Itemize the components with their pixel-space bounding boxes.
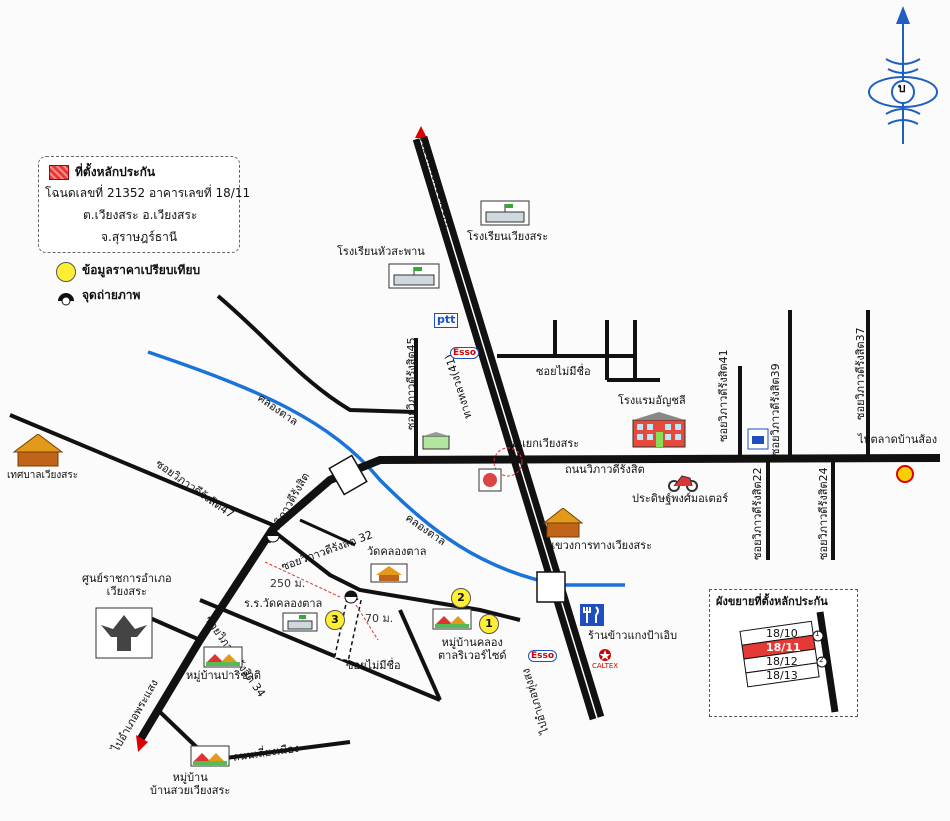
inset-lot-2: 18/11 bbox=[766, 641, 801, 654]
restaurant-icon bbox=[580, 604, 604, 626]
bridge-highway bbox=[536, 571, 566, 603]
garuda-emblem-icon bbox=[95, 607, 153, 659]
label-soi-noname-south: ซอยไม่มีชื่อ bbox=[346, 659, 401, 672]
photo-point-icon bbox=[58, 293, 74, 306]
soi-noname-upper bbox=[497, 320, 660, 382]
label-soi37: ซอยวิภาวดีรังสิต37 bbox=[854, 327, 867, 420]
compare-dot-icon bbox=[56, 262, 76, 282]
school-huasaphan-icon bbox=[388, 263, 440, 289]
photo-point-marker-icon bbox=[266, 529, 280, 543]
legend-line3: จ.สุราษฎร์ธานี bbox=[101, 230, 178, 244]
label-soi41: ซอยวิภาวดีรังสิต41 bbox=[717, 349, 730, 442]
canal-line bbox=[147, 350, 625, 587]
legend-box: ที่ตั้งหลักประกัน โฉนดเลขที่ 21352 อาคาร… bbox=[38, 156, 250, 253]
esso-icon-south: Esso bbox=[528, 650, 558, 663]
label-village-khlong: หมู่บ้านคลอง ตาลริเวอร์ไซด์ bbox=[438, 636, 507, 662]
label-soi45: ซอยวิภาวดีรังสิต45 bbox=[405, 337, 418, 430]
hotel-icon bbox=[632, 412, 686, 448]
shell-icon bbox=[896, 465, 914, 483]
label-temple: วัดคลองตาล bbox=[367, 545, 427, 558]
legend-line2: ต.เวียงสระ อ.เวียงสระ bbox=[83, 208, 198, 222]
junction-ring bbox=[493, 447, 523, 477]
viphawadi-road bbox=[136, 454, 941, 743]
building-icon bbox=[422, 432, 450, 450]
collateral-inset: ผังขยายที่ตั้งหลักประกัน 18/10 18/11 18/… bbox=[709, 589, 858, 717]
temple-icon bbox=[370, 563, 408, 583]
label-district-office: ศูนย์ราชการอำเภอ เวียงสระ bbox=[82, 572, 172, 598]
distance-250-arrow bbox=[264, 561, 341, 598]
caltex-star-icon bbox=[599, 649, 611, 661]
label-motor: ประดิษฐ์พงศ์มอเตอร์ bbox=[632, 492, 729, 505]
inset-title: ผังขยายที่ตั้งหลักประกัน bbox=[716, 595, 828, 608]
village-parichat-icon bbox=[203, 646, 243, 668]
village-suai-icon bbox=[190, 745, 230, 767]
soi32-road bbox=[270, 528, 521, 622]
motorcycle-icon bbox=[668, 475, 698, 492]
label-to-talad: ไปตลาดบ้านส้อง bbox=[858, 433, 938, 446]
collateral-swatch bbox=[49, 165, 69, 180]
arrow-phrasaeng bbox=[136, 735, 148, 752]
road-district bbox=[149, 616, 201, 642]
label-school-wiangsa: โรงเรียนเวียงสระ bbox=[467, 230, 549, 243]
municipal-temple-icon bbox=[12, 434, 64, 467]
inset-lot-4: 18/13 bbox=[766, 669, 798, 682]
inset-photo-1: 1 bbox=[815, 630, 820, 638]
label-viphawadi: ถนนวิภาวดีรังสิต bbox=[565, 463, 645, 476]
inset-lot-3: 18/12 bbox=[766, 655, 798, 668]
label-hotel: โรงแรมอัญชลี bbox=[618, 394, 686, 407]
soi34-road bbox=[199, 598, 441, 702]
label-village-suai: หมู่บ้าน บ้านสวยเวียงสระ bbox=[150, 771, 231, 797]
inset-plan bbox=[739, 611, 839, 713]
label-soi22: ซอยวิภาวดีรังสิต22 bbox=[751, 467, 764, 560]
soi47-road bbox=[9, 413, 281, 530]
label-restaurant: ร้านข้าวแกงป้าเอิบ bbox=[588, 629, 678, 642]
compass-letter: บ bbox=[898, 81, 906, 95]
label-municipal: เทศบาลเวียงสระ bbox=[7, 470, 79, 481]
distance-250: 250 ม. bbox=[270, 577, 306, 590]
school-icon bbox=[480, 200, 530, 226]
legend-title: ที่ตั้งหลักประกัน bbox=[75, 165, 156, 179]
label-temple-school: ร.ร.วัดคลองตาล bbox=[244, 597, 323, 610]
bridge-west bbox=[328, 454, 368, 496]
label-school-huasaphan: โรงเรียนหัวสะพาน bbox=[337, 245, 425, 258]
compare-point-1: 1 bbox=[479, 614, 499, 634]
label-soi-noname-upper: ซอยไม่มีชื่อ bbox=[536, 365, 591, 378]
label-village-parichat: หมู่บ้านปาริชาติ bbox=[186, 669, 262, 682]
legend-photo: จุดถ่ายภาพ bbox=[82, 288, 141, 302]
road-temple bbox=[299, 518, 356, 547]
gas-station-icon bbox=[478, 468, 502, 492]
distance-70: 70 ม. bbox=[365, 612, 394, 625]
legend-line1: โฉนดเลขที่ 21352 อาคารเลขที่ 18/11 bbox=[45, 186, 251, 200]
label-soi39: ซอยวิภาวดีรังสิต39 bbox=[769, 363, 782, 456]
village-khlong-icon bbox=[432, 608, 472, 630]
arrow-north-banna bbox=[415, 126, 427, 138]
highways-office-icon bbox=[542, 508, 584, 538]
photo-point-marker-icon bbox=[344, 590, 358, 604]
esso-icon: Esso bbox=[450, 347, 480, 360]
compass-icon bbox=[868, 6, 938, 144]
soi-noname-south bbox=[398, 609, 442, 701]
label-junction: สี่แยกเวียงสระ bbox=[512, 437, 580, 450]
distance-70-arrow bbox=[355, 604, 379, 641]
compare-point-3: 3 bbox=[325, 610, 345, 630]
caltex-icon: CALTEX bbox=[592, 662, 619, 670]
inset-lot-1: 18/10 bbox=[766, 627, 798, 640]
highway-41-divider bbox=[419, 137, 598, 719]
label-soi24: ซอยวิภาวดีรังสิต24 bbox=[817, 467, 830, 560]
road-northwest bbox=[216, 294, 417, 414]
ptt-icon: ptt bbox=[434, 313, 459, 328]
legend-compare: ข้อมูลราคาเปรียบเทียบ bbox=[82, 263, 201, 277]
compare-point-2: 2 bbox=[451, 588, 471, 608]
temple-school-icon bbox=[282, 612, 318, 632]
label-highways-office: แขวงการทางเวียงสระ bbox=[548, 539, 652, 552]
inset-photo-2: 2 bbox=[819, 656, 824, 664]
bank-icon bbox=[747, 428, 769, 450]
